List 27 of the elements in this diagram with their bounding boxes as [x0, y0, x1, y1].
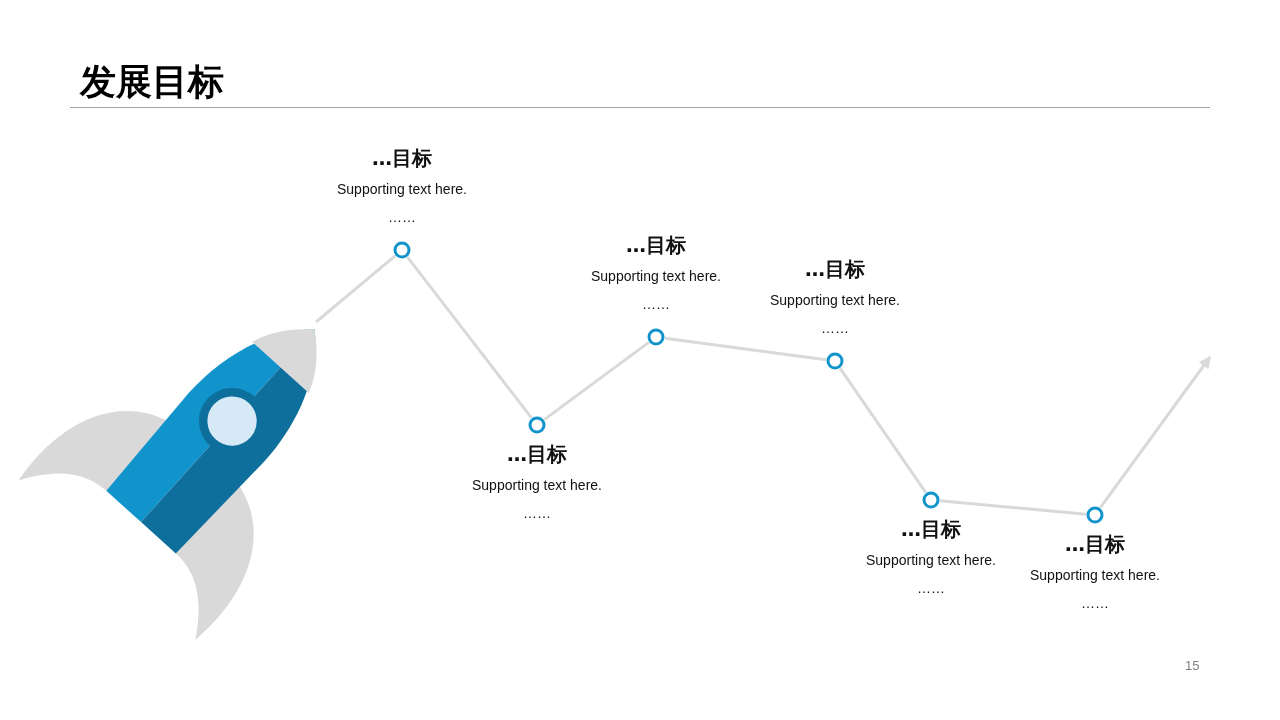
supporting-text: Supporting text here. ……	[336, 180, 468, 227]
milestone-circle	[646, 327, 666, 347]
supporting-text: Supporting text here. ……	[769, 291, 901, 338]
page-number: 15	[1185, 658, 1200, 673]
connector-line	[406, 256, 533, 419]
slide-title: 发展目标	[80, 60, 224, 104]
milestone-circle	[1085, 505, 1105, 525]
milestone-circle	[392, 240, 412, 260]
milestone-circle	[527, 415, 547, 435]
goal-heading: …目标	[506, 441, 568, 468]
connector-line	[939, 499, 1087, 516]
supporting-text: Supporting text here. ……	[865, 551, 997, 598]
supporting-text: Supporting text here. ……	[471, 476, 603, 523]
connector-line	[838, 367, 928, 494]
connector-line	[543, 341, 650, 421]
milestone-circle	[921, 490, 941, 510]
connector-line	[1099, 356, 1212, 509]
goal-heading: …目标	[804, 256, 866, 283]
connector-line	[664, 336, 827, 362]
goal-heading: …目标	[625, 232, 687, 259]
supporting-text: Supporting text here. ……	[1029, 566, 1161, 613]
goal-heading: …目标	[371, 145, 433, 172]
goal-heading: …目标	[900, 516, 962, 543]
milestone-circle	[825, 351, 845, 371]
connector-line	[315, 254, 397, 324]
goal-heading: …目标	[1064, 531, 1126, 558]
supporting-text: Supporting text here. ……	[590, 267, 722, 314]
